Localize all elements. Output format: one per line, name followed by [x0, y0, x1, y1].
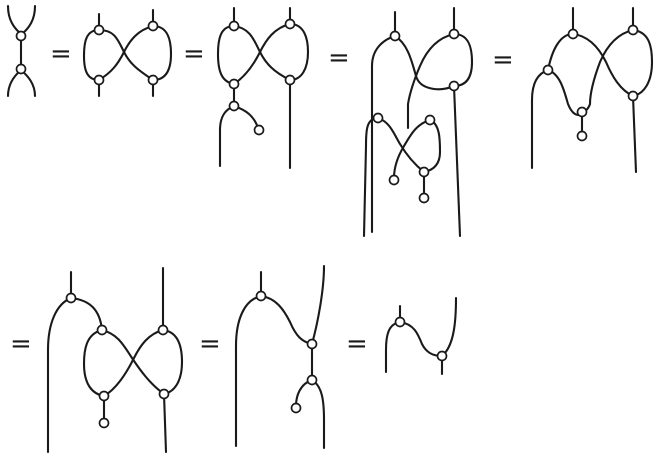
node — [576, 106, 588, 118]
unit-node — [576, 130, 588, 142]
wire — [161, 328, 184, 396]
wire — [151, 24, 173, 82]
node — [448, 80, 460, 92]
wire — [392, 118, 432, 180]
equals-sign: = — [50, 39, 72, 69]
diagram-step-8 — [384, 296, 458, 376]
wire — [162, 392, 168, 454]
node — [306, 338, 318, 350]
node — [65, 292, 77, 304]
unit-node — [290, 402, 302, 414]
node — [255, 290, 267, 302]
wire — [376, 116, 426, 174]
wire — [631, 94, 638, 174]
node — [15, 63, 27, 75]
wire — [530, 68, 550, 170]
node — [306, 374, 318, 386]
equals-sign: = — [346, 329, 368, 359]
node — [284, 18, 296, 30]
equals-sign: = — [10, 329, 32, 359]
node — [448, 28, 460, 40]
wire — [422, 118, 442, 174]
wire — [288, 22, 310, 82]
wire — [69, 296, 104, 332]
wire — [100, 328, 166, 396]
node — [389, 30, 401, 42]
node — [424, 114, 436, 126]
node — [147, 74, 159, 86]
node — [418, 166, 430, 178]
node — [436, 350, 448, 362]
wire — [20, 4, 37, 36]
wire — [398, 320, 444, 358]
wire — [571, 32, 635, 98]
node — [96, 324, 108, 336]
node — [284, 74, 296, 86]
wire — [370, 34, 397, 234]
wire — [452, 84, 462, 238]
node — [627, 24, 639, 36]
node — [228, 20, 240, 32]
wire — [452, 32, 474, 88]
wire — [631, 28, 654, 98]
wire — [97, 24, 155, 82]
wire — [232, 24, 292, 82]
wire — [82, 28, 101, 82]
wire — [406, 32, 456, 130]
node — [228, 100, 240, 112]
wire — [546, 32, 575, 72]
wire — [102, 328, 165, 398]
equals-sign: = — [492, 45, 514, 75]
wire — [82, 328, 106, 398]
node — [93, 74, 105, 86]
node — [157, 324, 169, 336]
wire — [232, 22, 292, 86]
node — [394, 316, 406, 328]
wire — [46, 296, 73, 454]
wire — [6, 4, 23, 36]
wire — [310, 264, 326, 346]
wire — [259, 294, 314, 346]
unit-node — [253, 124, 265, 136]
wire — [393, 34, 456, 91]
equals-sign: = — [199, 329, 221, 359]
node — [98, 390, 110, 402]
diagram-step-5 — [530, 6, 654, 174]
diagram-step-7 — [234, 264, 326, 450]
node — [567, 28, 579, 40]
node — [228, 78, 240, 90]
equals-sign: = — [328, 43, 350, 73]
node — [542, 64, 554, 76]
wire — [97, 28, 155, 82]
wire — [580, 28, 635, 114]
diagram-step-3 — [216, 6, 310, 170]
node — [627, 90, 639, 102]
wire — [546, 68, 584, 116]
node — [15, 30, 27, 42]
diagram-step-4 — [362, 6, 474, 238]
diagram-step-1 — [6, 4, 37, 98]
node — [372, 112, 384, 124]
wire — [234, 294, 263, 448]
wire — [218, 104, 236, 168]
wire — [384, 320, 402, 374]
wire — [440, 296, 458, 358]
node — [147, 20, 159, 32]
wire — [310, 378, 326, 450]
node — [158, 388, 170, 400]
equals-sign: = — [183, 39, 205, 69]
wire — [216, 24, 236, 86]
node — [93, 24, 105, 36]
diagram-step-2 — [82, 8, 173, 98]
unit-node — [388, 174, 400, 186]
unit-node — [418, 192, 430, 204]
unit-node — [98, 417, 110, 429]
diagram-step-6 — [46, 266, 184, 454]
